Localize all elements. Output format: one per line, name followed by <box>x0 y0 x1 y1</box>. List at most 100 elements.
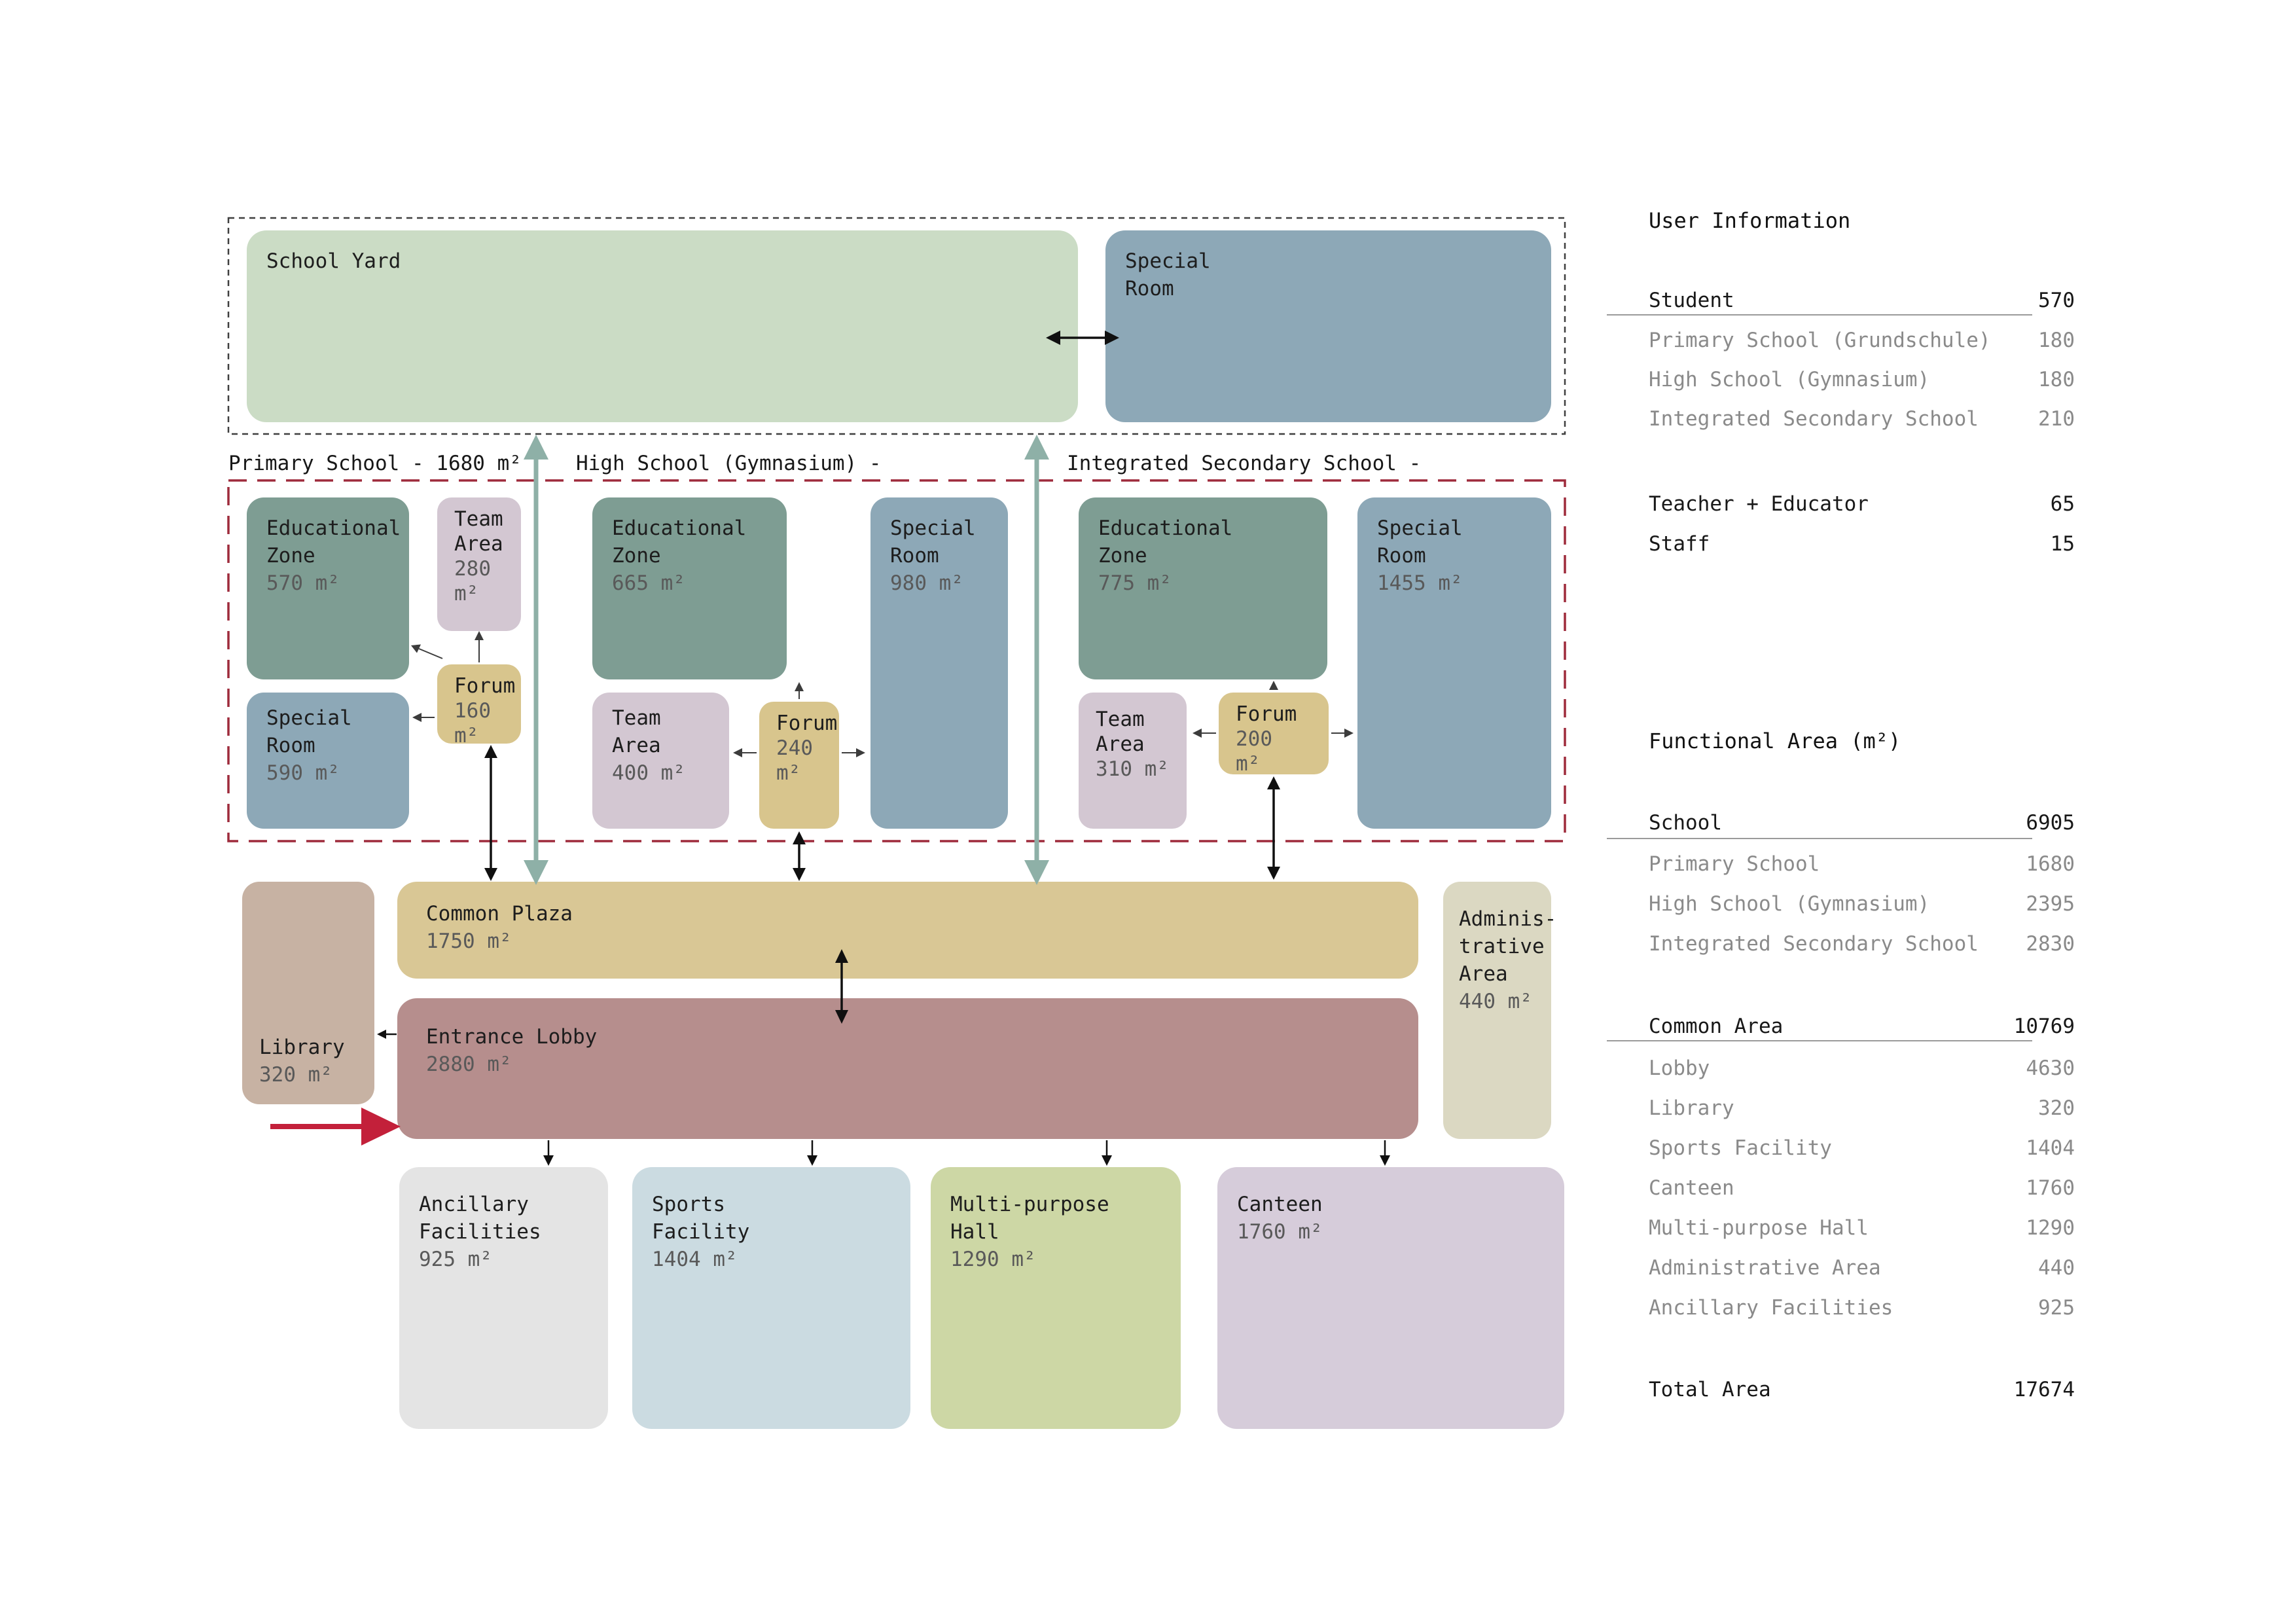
room-title: Common Plaza <box>426 902 573 926</box>
divider <box>1607 838 2032 839</box>
row-label: Lobby <box>1649 1056 1710 1080</box>
room-multi-purpose-hall: Multi-purpose Hall 1290 m² <box>931 1167 1181 1429</box>
row-label: School <box>1649 811 1722 835</box>
row-value: 15 <box>2050 532 2075 556</box>
room-forum-primary: Forum 160 m² <box>437 664 521 748</box>
room-forum-high: Forum 240 m² <box>759 702 839 829</box>
label-high-school: High School (Gymnasium) - <box>576 452 882 475</box>
row-value: 570 <box>2038 289 2075 312</box>
room-educational-zone-high: Educational Zone 665 m² <box>592 497 787 679</box>
row-common-area-total: Common Area 10769 <box>1649 1013 2075 1040</box>
row-value: 1680 <box>2026 852 2075 876</box>
row-value: 180 <box>2038 368 2075 391</box>
row-value: 65 <box>2050 492 2075 516</box>
row-label: Multi-purpose Hall <box>1649 1216 1869 1240</box>
room-title: Multi-purpose Hall <box>950 1193 1109 1244</box>
row-area-integrated: Integrated Secondary School 2830 <box>1649 930 2075 958</box>
room-title: Special Room <box>1125 249 1211 300</box>
room-ancillary-facilities: Ancillary Facilities 925 m² <box>399 1167 608 1429</box>
room-title: Educational Zone <box>266 516 401 568</box>
divider <box>1607 1040 2032 1041</box>
room-area: 240 m² <box>776 736 813 785</box>
room-title: Forum <box>1236 702 1297 726</box>
room-area: 1760 m² <box>1237 1220 1323 1244</box>
row-teacher-educator: Teacher + Educator 65 <box>1649 490 2075 518</box>
lobby-facility-arrows <box>543 1140 1390 1166</box>
row-student: Student 570 <box>1649 287 2075 314</box>
room-area: 1404 m² <box>652 1248 738 1271</box>
room-special-room-primary: Special Room 590 m² <box>247 693 409 829</box>
room-title: Team Area <box>612 706 661 757</box>
sidebar-title-user-information: User Information <box>1649 208 1851 233</box>
row-label: Integrated Secondary School <box>1649 932 1979 956</box>
room-area: 280 m² <box>454 557 491 605</box>
teal-connection-arrow-right <box>1024 435 1049 885</box>
room-title: School Yard <box>266 249 401 273</box>
row-label: Primary School <box>1649 852 1820 876</box>
row-value: 2395 <box>2026 892 2075 916</box>
room-area: 320 m² <box>259 1063 332 1087</box>
room-title: Canteen <box>1237 1193 1323 1216</box>
row-area-ancillary: Ancillary Facilities 925 <box>1649 1294 2075 1322</box>
row-student-primary: Primary School (Grundschule) 180 <box>1649 327 2075 354</box>
row-label: Total Area <box>1649 1378 1771 1401</box>
room-title: Sports Facility <box>652 1193 750 1244</box>
row-area-sports: Sports Facility 1404 <box>1649 1134 2075 1162</box>
row-value: 440 <box>2038 1256 2075 1280</box>
room-team-area-primary: Team Area 280 m² <box>437 497 521 631</box>
room-title: Team Area <box>1096 708 1145 756</box>
row-student-integrated: Integrated Secondary School 210 <box>1649 405 2075 433</box>
room-area: 440 m² <box>1459 990 1532 1013</box>
row-area-administrative: Administrative Area 440 <box>1649 1254 2075 1282</box>
room-common-plaza: Common Plaza 1750 m² <box>397 882 1418 979</box>
room-special-room-yard: Special Room <box>1105 230 1551 422</box>
room-entrance-lobby: Entrance Lobby 2880 m² <box>397 998 1418 1139</box>
room-canteen: Canteen 1760 m² <box>1217 1167 1564 1429</box>
sidebar-title-functional-area: Functional Area (m²) <box>1649 729 1901 753</box>
forum-plaza-double-arrow-primary <box>484 745 497 881</box>
room-educational-zone-integrated: Educational Zone 775 m² <box>1079 497 1327 679</box>
room-area: 1750 m² <box>426 929 512 953</box>
room-title: Educational Zone <box>612 516 747 568</box>
row-value: 1404 <box>2026 1136 2075 1160</box>
room-title: Educational Zone <box>1098 516 1233 568</box>
room-area: 200 m² <box>1236 727 1272 776</box>
row-value: 320 <box>2038 1096 2075 1120</box>
room-special-room-high: Special Room 980 m² <box>870 497 1008 829</box>
row-label: Staff <box>1649 532 1710 556</box>
row-value: 1760 <box>2026 1176 2075 1200</box>
row-label: High School (Gymnasium) <box>1649 892 1930 916</box>
room-area: 400 m² <box>612 761 685 785</box>
room-title: Special Room <box>1377 516 1463 568</box>
room-area: 2880 m² <box>426 1053 512 1076</box>
row-total-area: Total Area 17674 <box>1649 1376 2075 1403</box>
room-title: Forum <box>776 712 838 735</box>
entrance-arrow <box>270 1108 401 1146</box>
row-student-high: High School (Gymnasium) 180 <box>1649 366 2075 393</box>
row-area-canteen: Canteen 1760 <box>1649 1174 2075 1202</box>
room-title: Forum <box>454 674 516 698</box>
row-value: 925 <box>2038 1296 2075 1320</box>
room-area: 310 m² <box>1096 757 1169 781</box>
row-label: High School (Gymnasium) <box>1649 368 1930 391</box>
room-title: Adminis- trative Area <box>1459 907 1557 986</box>
room-administrative-area: Adminis- trative Area 440 m² <box>1443 882 1557 1139</box>
room-area: 1455 m² <box>1377 571 1463 595</box>
room-title: Library <box>259 1036 345 1059</box>
row-label: Administrative Area <box>1649 1256 1881 1280</box>
room-library: Library 320 m² <box>242 882 374 1104</box>
room-educational-zone-primary: Educational Zone 570 m² <box>247 497 409 679</box>
room-title: Team Area <box>454 507 503 556</box>
row-label: Common Area <box>1649 1015 1784 1038</box>
room-area: 160 m² <box>454 699 491 748</box>
room-area: 570 m² <box>266 571 340 595</box>
row-value: 10769 <box>2013 1015 2075 1038</box>
room-area: 775 m² <box>1098 571 1172 595</box>
row-value: 1290 <box>2026 1216 2075 1240</box>
row-label: Primary School (Grundschule) <box>1649 329 1991 352</box>
row-value: 4630 <box>2026 1056 2075 1080</box>
row-area-library: Library 320 <box>1649 1094 2075 1122</box>
room-team-area-high: Team Area 400 m² <box>592 693 729 829</box>
room-area: 590 m² <box>266 761 340 785</box>
